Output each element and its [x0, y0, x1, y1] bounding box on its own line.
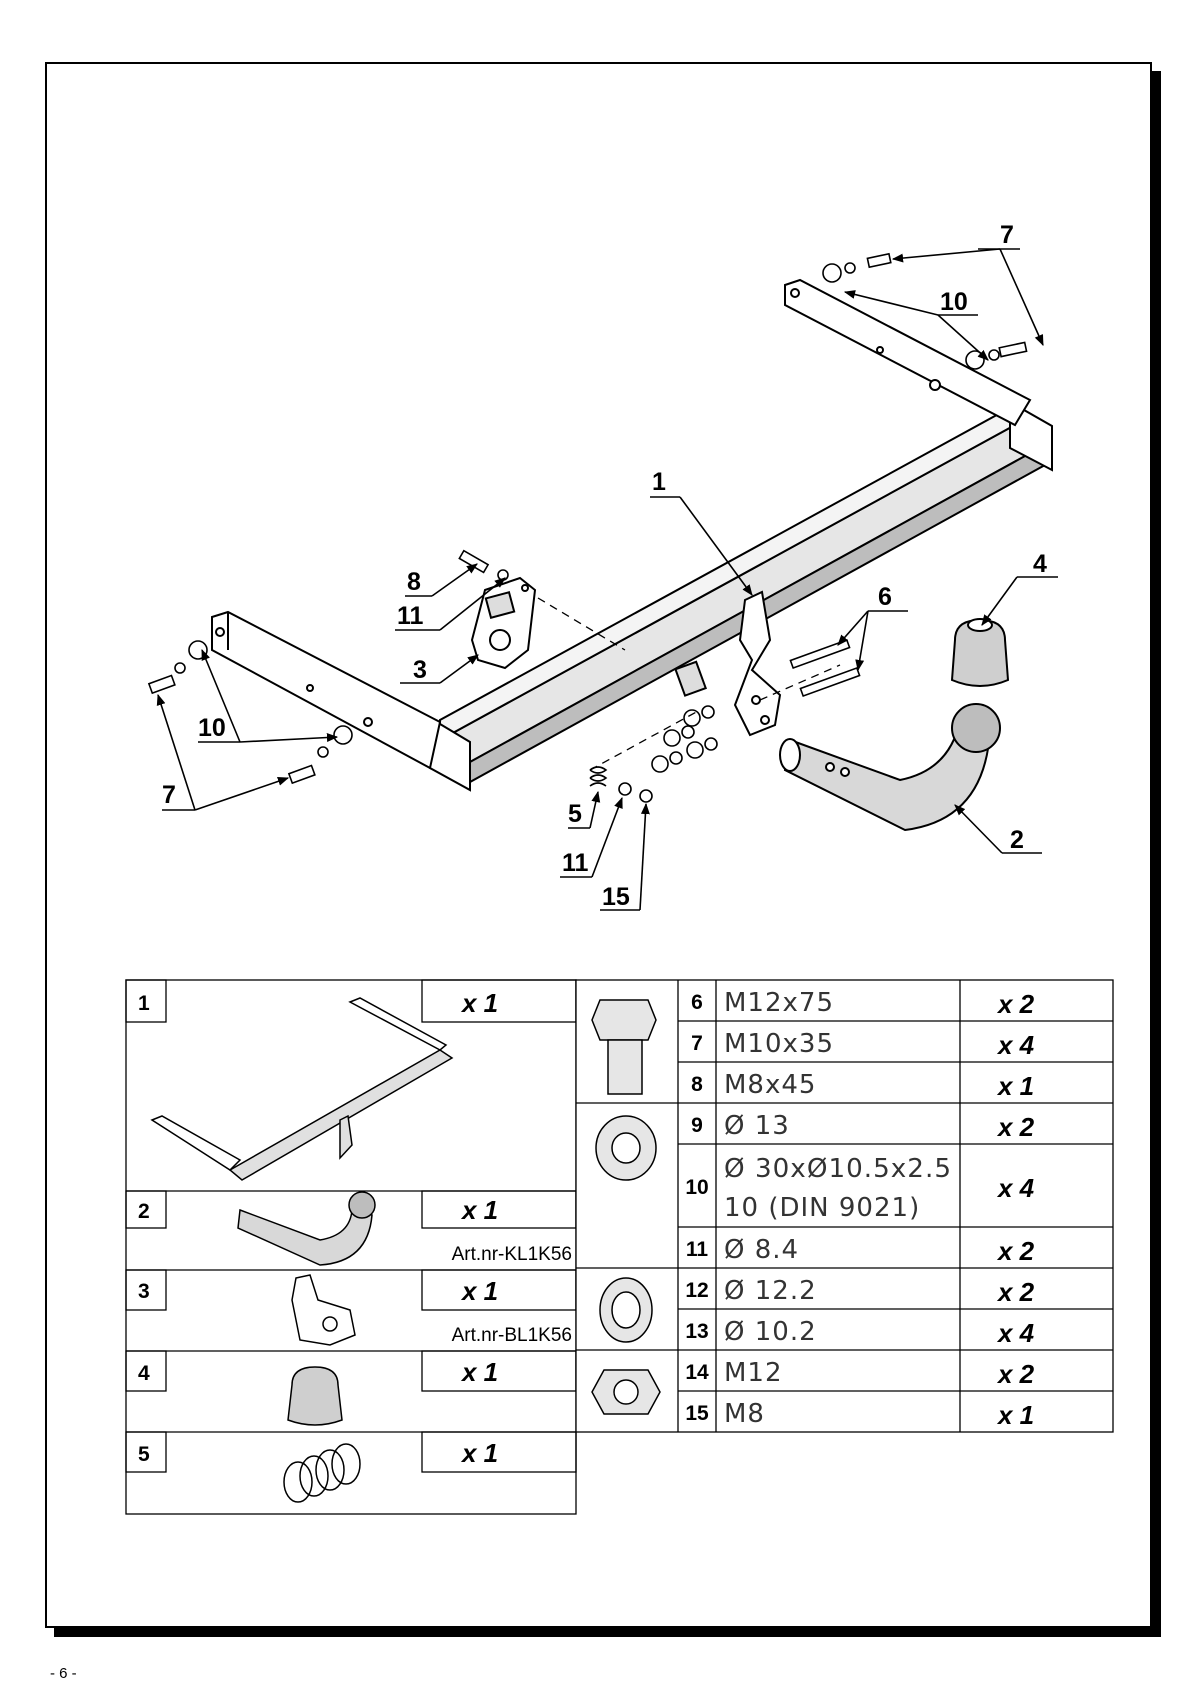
hw-14-qty: x 2 [996, 1359, 1035, 1389]
part-3-number: 3 [138, 1280, 150, 1303]
hw-11-number: 11 [686, 1238, 709, 1261]
spring-thumbnail-icon [283, 1443, 361, 1503]
left-parts-text: 1 x 1 2 x 1 Art.nr-KL1K56 3 x 1 Art.nr-B… [138, 988, 572, 1468]
hw-11-qty: x 2 [996, 1236, 1035, 1266]
hw-13-number: 13 [685, 1320, 708, 1343]
part-1-qty: x 1 [460, 988, 498, 1018]
hw-15-number: 15 [685, 1402, 709, 1425]
callout-2: 2 [1010, 826, 1024, 854]
hardware-text: 6 M12x75 x 2 7 M10x35 x 4 8 M8x45 x 1 9 … [685, 988, 1034, 1430]
tow-ball-cap-part-4 [950, 618, 1010, 687]
hw-10-number: 10 [685, 1176, 708, 1199]
callout-labels: 7 10 1 4 6 2 8 11 3 10 7 5 11 15 [162, 221, 1047, 911]
hw-10-spec: Ø 30xØ10.5x2.5 [724, 1154, 952, 1184]
part-4-qty: x 1 [460, 1357, 498, 1387]
hw-14-number: 14 [685, 1361, 709, 1384]
hw-13-spec: Ø 10.2 [724, 1317, 817, 1347]
part-2-qty: x 1 [460, 1195, 498, 1225]
part-4-number: 4 [138, 1362, 150, 1385]
hw-10-spec-line2: 10 (DIN 9021) [724, 1193, 920, 1223]
ball-socket-plate [674, 590, 782, 737]
hw-7-qty: x 4 [996, 1030, 1035, 1060]
hw-15-qty: x 1 [996, 1400, 1034, 1430]
hw-11-spec: Ø 8.4 [724, 1235, 799, 1265]
part-5-number: 5 [138, 1443, 150, 1466]
callout-4: 4 [1033, 550, 1047, 578]
tow-ball-neck-thumbnail-icon [237, 1191, 376, 1266]
hw-6-spec: M12x75 [724, 988, 834, 1018]
hex-nut-thumbnail-icon [591, 1369, 661, 1415]
hw-8-number: 8 [691, 1073, 703, 1096]
ball-cap-thumbnail-icon [287, 1366, 343, 1426]
hw-14-spec: M12 [724, 1358, 783, 1388]
callout-8: 8 [407, 568, 421, 596]
callout-10-left: 10 [198, 714, 226, 742]
hw-8-qty: x 1 [996, 1071, 1034, 1101]
part-1-number: 1 [138, 992, 150, 1015]
hw-8-spec: M8x45 [724, 1070, 816, 1100]
flat-washer-thumbnail-icon [595, 1115, 657, 1181]
hw-12-spec: Ø 12.2 [724, 1276, 817, 1306]
part-3-qty: x 1 [460, 1276, 498, 1306]
callout-11-bottom: 11 [562, 849, 589, 877]
bolt-thumbnail-icon [591, 999, 657, 1095]
callout-7-top: 7 [1000, 221, 1014, 249]
callout-15: 15 [602, 883, 630, 911]
page-number: - 6 - [50, 1665, 77, 1682]
part-5-qty: x 1 [460, 1438, 498, 1468]
hw-13-qty: x 4 [996, 1318, 1035, 1348]
part-2-article-number: Art.nr-KL1K56 [452, 1244, 572, 1265]
hw-6-number: 6 [691, 991, 703, 1014]
socket-plate-part-3 [470, 576, 537, 670]
assembly-guide-lines [537, 597, 841, 771]
socket-plate-thumbnail-icon [291, 1274, 356, 1346]
right-side-bracket [784, 278, 1032, 427]
part-3-article-number: Art.nr-BL1K56 [452, 1325, 572, 1346]
hw-9-number: 9 [691, 1114, 703, 1137]
callout-6: 6 [878, 583, 892, 611]
crossbar-thumbnail-icon [150, 997, 454, 1181]
left-side-bracket [211, 610, 442, 770]
hw-7-number: 7 [691, 1032, 703, 1055]
hw-7-spec: M10x35 [724, 1029, 834, 1059]
hw-9-qty: x 2 [996, 1112, 1035, 1142]
callout-3: 3 [413, 656, 427, 684]
callout-10-top: 10 [940, 288, 968, 316]
tow-ball-neck-part-2 [779, 703, 1001, 832]
hw-12-number: 12 [685, 1279, 708, 1302]
hw-10-qty: x 4 [996, 1173, 1035, 1203]
callout-1: 1 [652, 468, 666, 496]
spring-washer-thumbnail-icon [599, 1277, 653, 1343]
callout-11-top: 11 [397, 602, 424, 630]
hw-12-qty: x 2 [996, 1277, 1035, 1307]
callout-5: 5 [568, 800, 582, 828]
hw-6-qty: x 2 [996, 989, 1035, 1019]
callout-leaders [156, 248, 1058, 911]
hw-9-spec: Ø 13 [724, 1111, 790, 1141]
hw-15-spec: M8 [724, 1399, 765, 1429]
part-2-number: 2 [138, 1200, 150, 1223]
callout-7-left: 7 [162, 781, 176, 809]
part-thumbnails [150, 997, 661, 1503]
hardware-bolts [147, 252, 1028, 803]
